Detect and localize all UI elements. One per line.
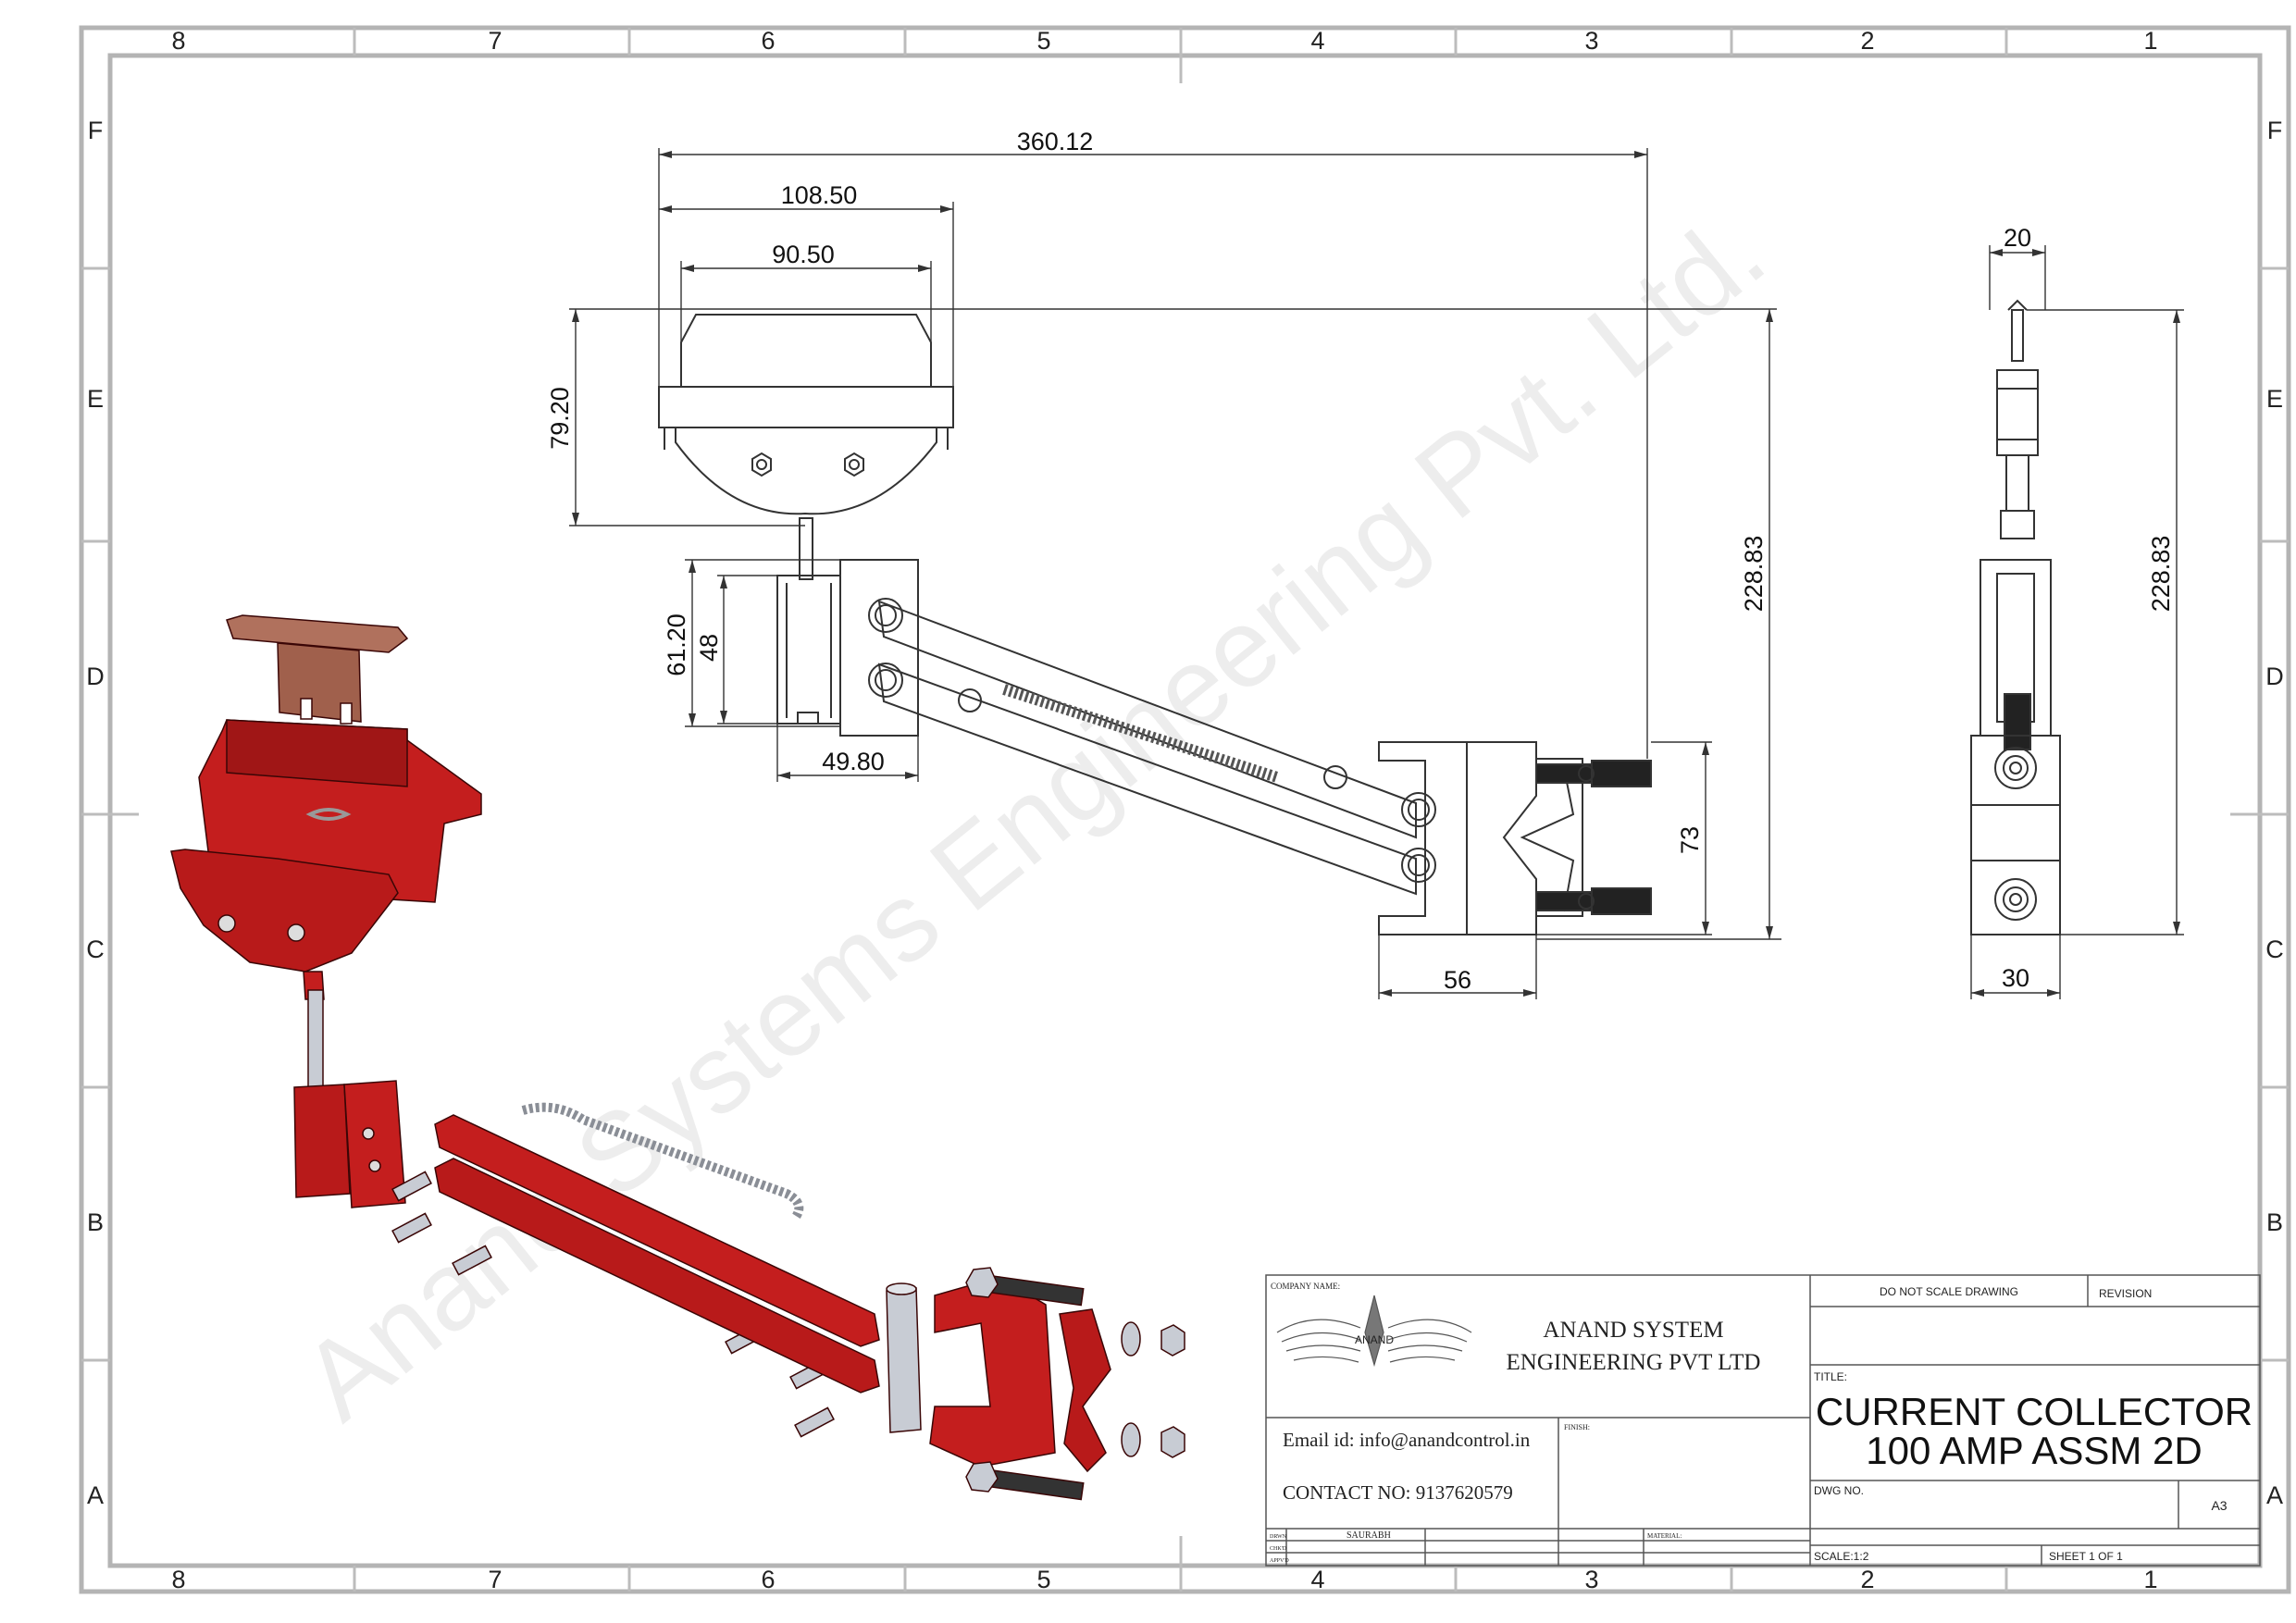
company-name-line2: ENGINEERING PVT LTD: [1507, 1350, 1761, 1375]
zone-col-5-bottom: 5: [1036, 1566, 1050, 1593]
zone-col-4: 4: [1310, 27, 1324, 55]
zone-col-6: 6: [761, 27, 775, 55]
lower-plate: [170, 849, 399, 973]
zone-col-4-bottom: 4: [1310, 1566, 1324, 1593]
side-view: [1970, 299, 2061, 935]
zone-col-1-bottom: 1: [2143, 1566, 2157, 1593]
drawn-by: SAURABH: [1347, 1530, 1391, 1541]
dim-block-height-inner: 48: [695, 634, 723, 662]
zone-labels-left: F E D C B A: [86, 117, 105, 1509]
pivot-block: [293, 1084, 351, 1198]
dim-overall-length: 360.12: [1017, 128, 1094, 155]
zone-row-c-right: C: [2265, 935, 2284, 963]
zone-row-b: B: [87, 1208, 104, 1236]
zone-labels-top: 8 7 6 5 4 3 2 1: [171, 27, 2157, 55]
dim-block-width: 49.80: [822, 748, 885, 775]
front-view: [658, 314, 1652, 935]
company-contact: CONTACT NO: 9137620579: [1283, 1481, 1513, 1504]
side-view-dimension-labels: 20 228.83 30: [2002, 224, 2175, 992]
front-view-dimension-labels: 360.12 108.50 90.50 79.20 61.20 48 49.80…: [546, 128, 1768, 994]
title-block-text: COMPANY NAME: ANAND SYSTEM ENGINEERING P…: [1270, 1282, 2253, 1564]
dim-head-inner-width: 90.50: [772, 241, 835, 268]
approved-label: APPV'D: [1270, 1558, 1289, 1564]
clamp-bracket: [929, 1276, 1056, 1468]
dim-side-base-width: 30: [2002, 964, 2029, 992]
dim-clamp-width: 56: [1444, 966, 1471, 994]
zone-row-f: F: [88, 117, 104, 144]
drawing-title-line2: 100 AMP ASSM 2D: [1866, 1429, 2202, 1472]
pivot-tube: [886, 1287, 922, 1433]
zone-row-e-right: E: [2266, 385, 2283, 413]
zone-col-7-bottom: 7: [488, 1566, 502, 1593]
zone-row-c: C: [86, 935, 105, 963]
side-view-arrows: [1971, 249, 2180, 997]
dwg-no-label: DWG NO.: [1814, 1484, 1864, 1497]
company-name-label: COMPANY NAME:: [1271, 1282, 1340, 1291]
zone-row-b-right: B: [2266, 1208, 2283, 1236]
dim-side-overall-height: 228.83: [2147, 536, 2175, 613]
zone-ticks: [81, 28, 2289, 1592]
company-name-line1: ANAND SYSTEM: [1543, 1318, 1723, 1343]
company-logo: ANAND: [1276, 1295, 1472, 1368]
dim-overall-height: 228.83: [1740, 536, 1768, 613]
zone-labels-right: F E D C B A: [2265, 117, 2284, 1509]
material-label: MATERIAL:: [1647, 1532, 1682, 1540]
zone-col-5: 5: [1036, 27, 1050, 55]
dim-clamp-height: 73: [1676, 826, 1704, 854]
tension-spring: [521, 1102, 804, 1220]
zone-row-f-right: F: [2267, 117, 2283, 144]
drawn-label: DRWN: [1270, 1534, 1287, 1540]
zone-row-a-right: A: [2266, 1481, 2283, 1509]
zone-col-2-bottom: 2: [1860, 1566, 1874, 1593]
sheet-label: SHEET 1 OF 1: [2049, 1550, 2123, 1563]
zone-col-7: 7: [488, 27, 502, 55]
zone-row-a: A: [87, 1481, 104, 1509]
zone-col-6-bottom: 6: [761, 1566, 775, 1593]
dim-block-height-outer: 61.20: [663, 613, 690, 676]
zone-col-1: 1: [2143, 27, 2157, 55]
zone-row-d: D: [86, 663, 105, 690]
zone-col-3: 3: [1584, 27, 1598, 55]
do-not-scale-note: DO NOT SCALE DRAWING: [1880, 1285, 2018, 1298]
zone-col-3-bottom: 3: [1584, 1566, 1598, 1593]
upper-arm: [434, 1114, 880, 1347]
logo-text: ANAND: [1355, 1333, 1394, 1346]
zone-col-8-bottom: 8: [171, 1566, 185, 1593]
clamp-saddle: [1059, 1308, 1111, 1473]
top-plate: [226, 614, 409, 653]
front-view-arrows: [572, 151, 1773, 997]
exploded-view: [170, 614, 1185, 1501]
dim-side-top-width: 20: [2004, 224, 2031, 252]
title-label: TITLE:: [1814, 1370, 1847, 1383]
zone-col-2: 2: [1860, 27, 1874, 55]
zone-col-8: 8: [171, 27, 185, 55]
side-view-dimensions: [1970, 245, 2184, 999]
zone-row-e: E: [87, 385, 104, 413]
scale-label: SCALE:1:2: [1814, 1550, 1869, 1563]
company-email: Email id: info@anandcontrol.in: [1283, 1429, 1531, 1451]
watermark: Anand Systems Engineering Pvt. Ltd.: [279, 190, 1787, 1443]
sheet-size: A3: [2211, 1498, 2227, 1513]
zone-labels-bottom: 8 7 6 5 4 3 2 1: [171, 1566, 2157, 1593]
dim-head-outer-width: 108.50: [781, 181, 858, 209]
drawing-title-line1: CURRENT COLLECTOR: [1816, 1390, 2253, 1433]
checked-label: CHK'D: [1270, 1546, 1287, 1552]
sheet-frame: [79, 25, 2291, 1594]
dim-head-height: 79.20: [546, 387, 574, 450]
lower-arm: [434, 1158, 880, 1394]
front-view-dimensions: [569, 148, 1781, 999]
title-block-grid: [1265, 1274, 2261, 1567]
zone-row-d-right: D: [2265, 663, 2284, 690]
finish-label: FINISH:: [1564, 1423, 1590, 1431]
revision-label: REVISION: [2099, 1287, 2152, 1300]
